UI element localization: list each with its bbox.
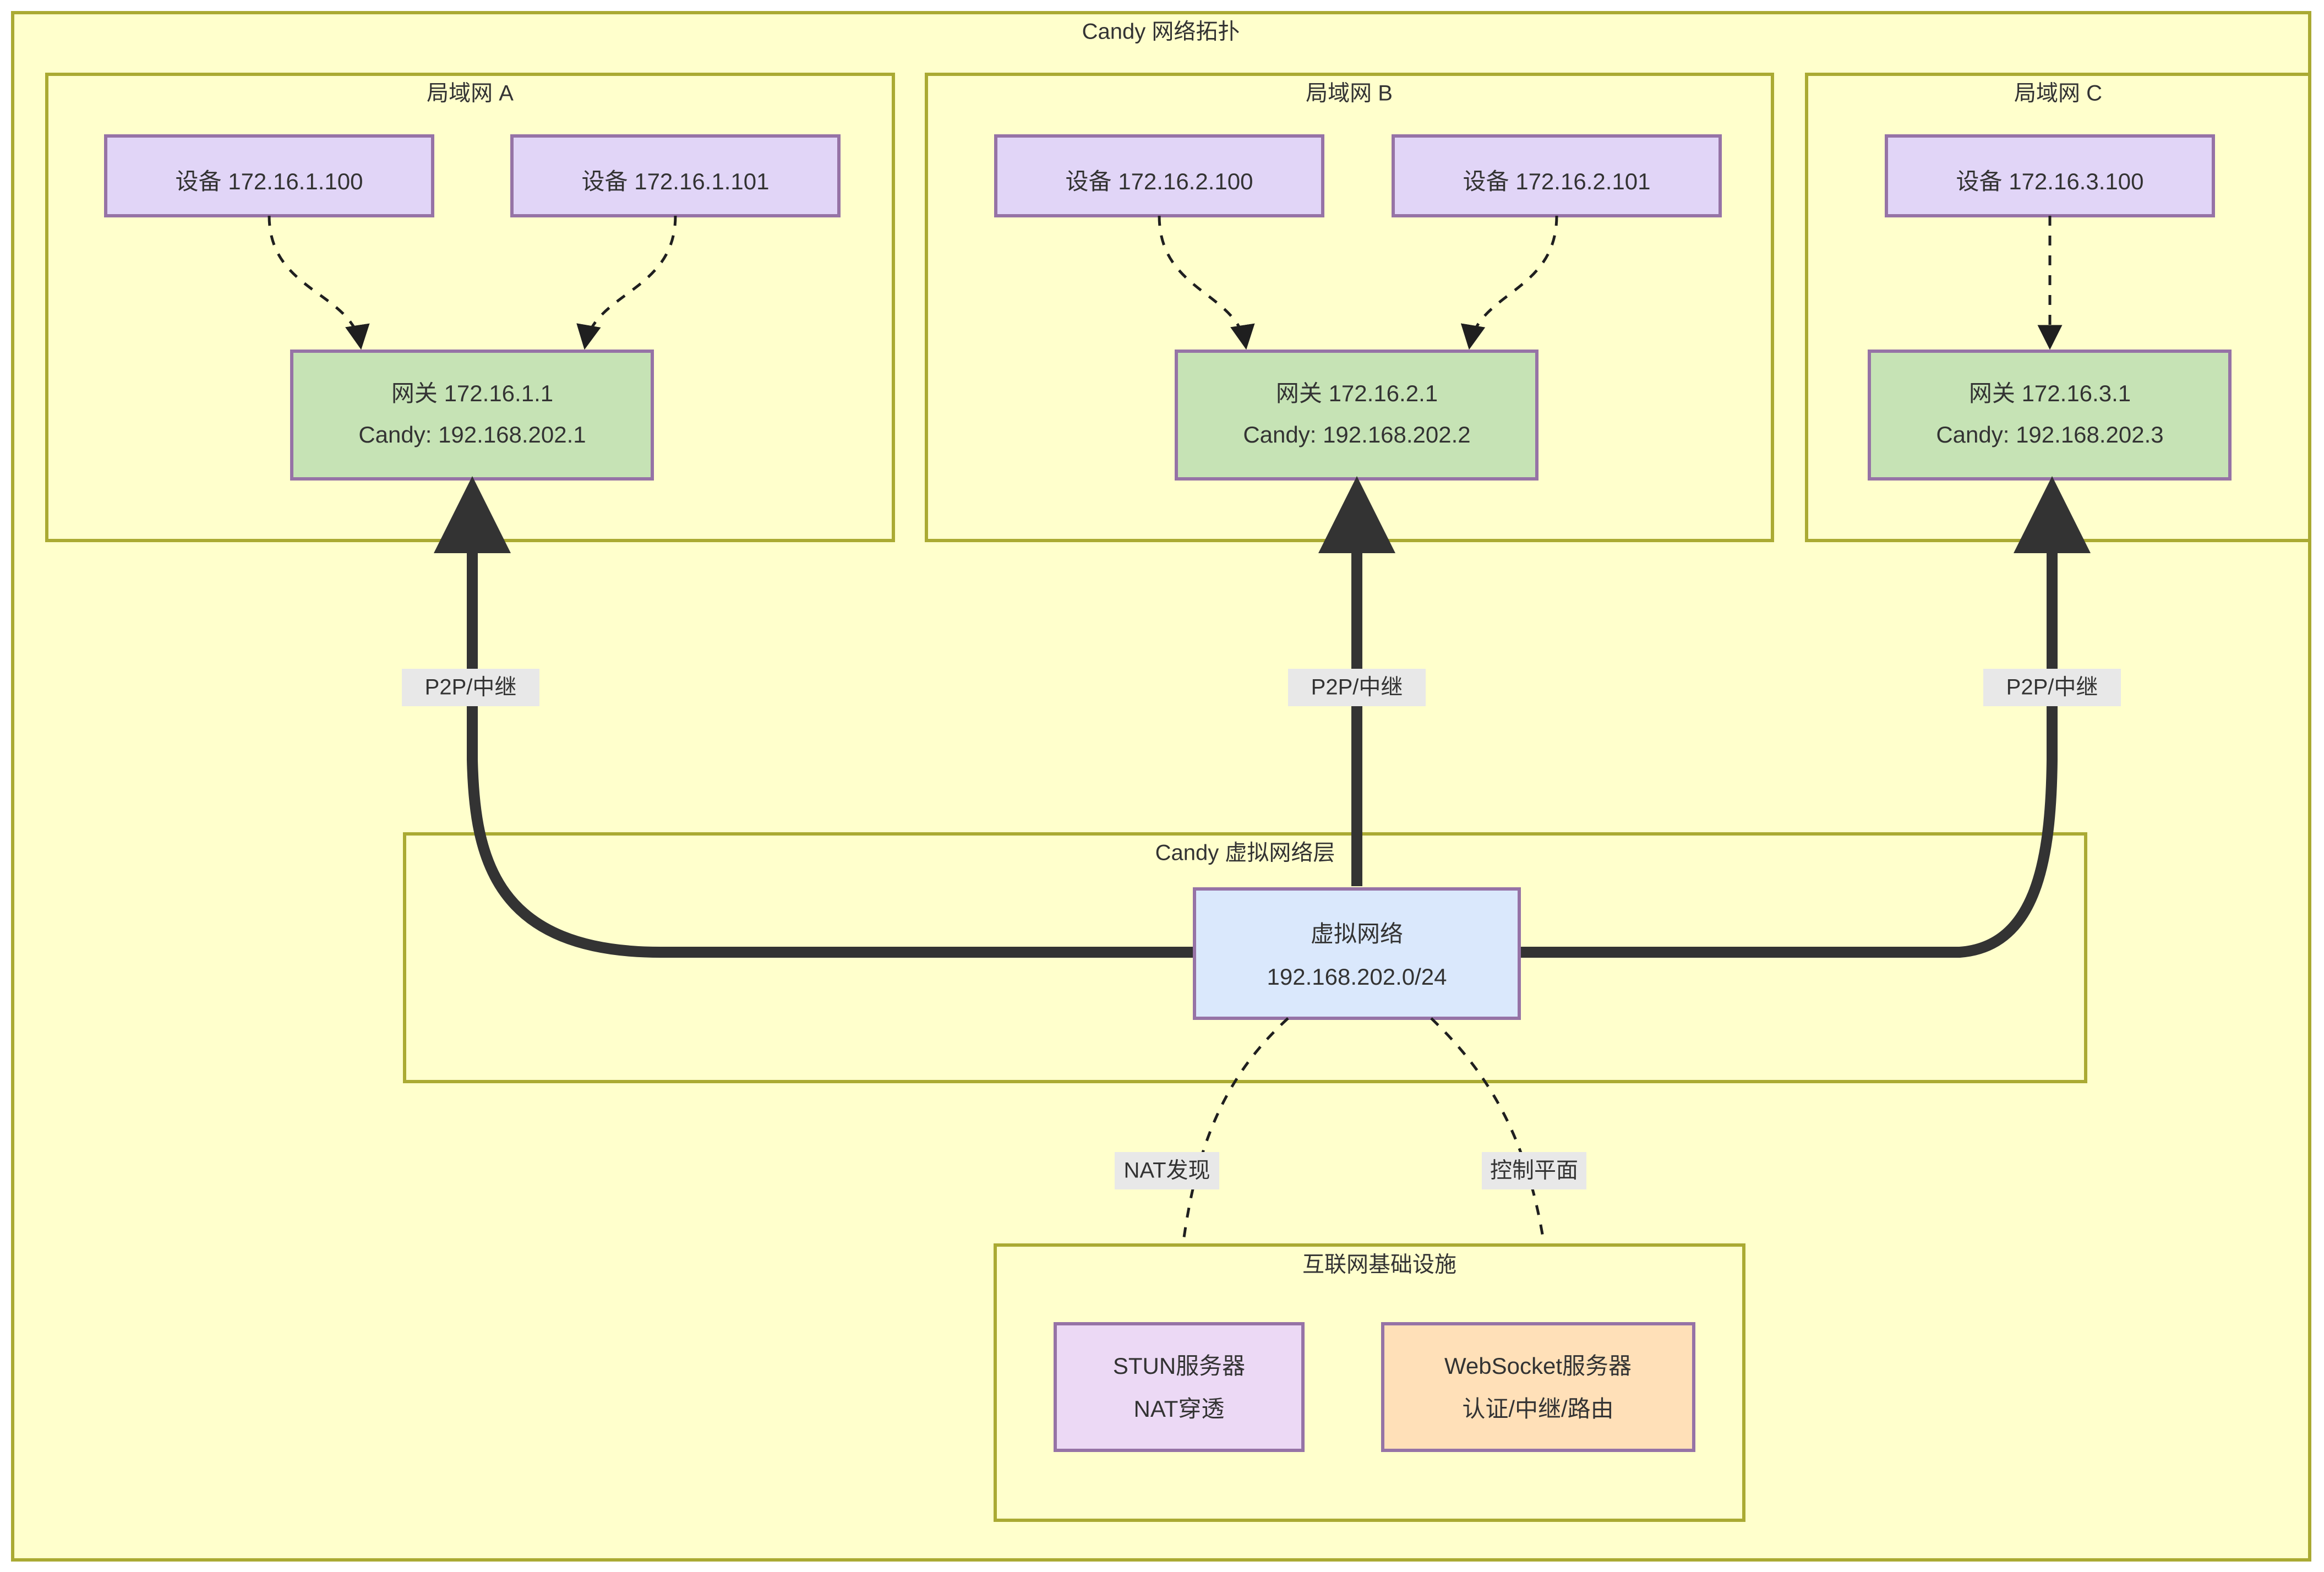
device-to-gateway-edge bbox=[1158, 215, 1255, 350]
edge-label-background bbox=[1115, 1152, 1219, 1189]
device-label: 设备 172.16.2.100 bbox=[1066, 168, 1253, 194]
websocket-server-node[interactable] bbox=[1381, 1322, 1695, 1452]
diagram-title: Candy 网络拓扑 bbox=[1082, 20, 1240, 44]
gateway-node[interactable] bbox=[1175, 350, 1539, 481]
device-label: 设备 172.16.3.100 bbox=[1956, 168, 2144, 194]
nat-discovery-label: NAT发现 bbox=[1123, 1159, 1210, 1183]
lan-a-title: 局域网 A bbox=[427, 81, 514, 106]
stun-server-label-line1: STUN服务器 bbox=[1113, 1353, 1245, 1379]
device-label: 设备 172.16.1.101 bbox=[582, 168, 770, 194]
gateway-node[interactable] bbox=[1868, 350, 2232, 481]
gateway-label-line2: Candy: 192.168.202.3 bbox=[1936, 422, 2163, 447]
edge-label-background bbox=[1288, 669, 1426, 706]
websocket-server-label-line1: WebSocket服务器 bbox=[1444, 1353, 1632, 1379]
device-node[interactable] bbox=[1392, 134, 1722, 217]
virtual-layer-title: Candy 虚拟网络层 bbox=[1155, 841, 1335, 865]
device-to-gateway-edge bbox=[576, 215, 677, 350]
virtual-network-label-line1: 虚拟网络 bbox=[1311, 921, 1403, 947]
device-node[interactable] bbox=[994, 134, 1324, 217]
device-label: 设备 172.16.1.100 bbox=[176, 168, 363, 194]
edge-label-background bbox=[402, 669, 539, 706]
device-to-gateway-edge bbox=[268, 215, 370, 350]
virtual-network-node[interactable] bbox=[1193, 887, 1521, 1020]
p2p-relay-label: P2P/中继 bbox=[2006, 675, 2098, 700]
internet-infrastructure-title: 互联网基础设施 bbox=[1302, 1253, 1456, 1277]
lan-b-title: 局域网 B bbox=[1306, 81, 1393, 106]
control-plane-label: 控制平面 bbox=[1490, 1159, 1578, 1183]
p2p-relay-label: P2P/中继 bbox=[425, 675, 517, 700]
device-node[interactable] bbox=[510, 134, 841, 217]
gateway-label-line1: 网关 172.16.1.1 bbox=[391, 380, 553, 406]
device-to-gateway-edge bbox=[1460, 215, 1558, 350]
websocket-server-label-line2: 认证/中继/路由 bbox=[1462, 1396, 1613, 1422]
device-label: 设备 172.16.2.101 bbox=[1463, 168, 1651, 194]
gateway-label-line1: 网关 172.16.2.1 bbox=[1276, 380, 1438, 406]
gateway-node[interactable] bbox=[290, 350, 654, 481]
p2p-relay-label: P2P/中继 bbox=[1311, 675, 1403, 700]
lan-c-title: 局域网 C bbox=[2014, 81, 2102, 106]
stun-server-node[interactable] bbox=[1054, 1322, 1305, 1452]
gateway-a-uplink-edge bbox=[434, 476, 1194, 958]
gateway-label-line1: 网关 172.16.3.1 bbox=[1969, 380, 2131, 406]
virtual-network-label-line2: 192.168.202.0/24 bbox=[1267, 964, 1447, 990]
gateway-label-line2: Candy: 192.168.202.2 bbox=[1243, 422, 1470, 447]
device-node[interactable] bbox=[1885, 134, 2215, 217]
edge-label-background bbox=[1983, 669, 2121, 706]
stun-server-label-line2: NAT穿透 bbox=[1134, 1396, 1225, 1422]
gateway-label-line2: Candy: 192.168.202.1 bbox=[358, 422, 586, 447]
gateway-c-uplink-edge bbox=[1519, 476, 2091, 958]
edge-label-background bbox=[1482, 1152, 1586, 1189]
